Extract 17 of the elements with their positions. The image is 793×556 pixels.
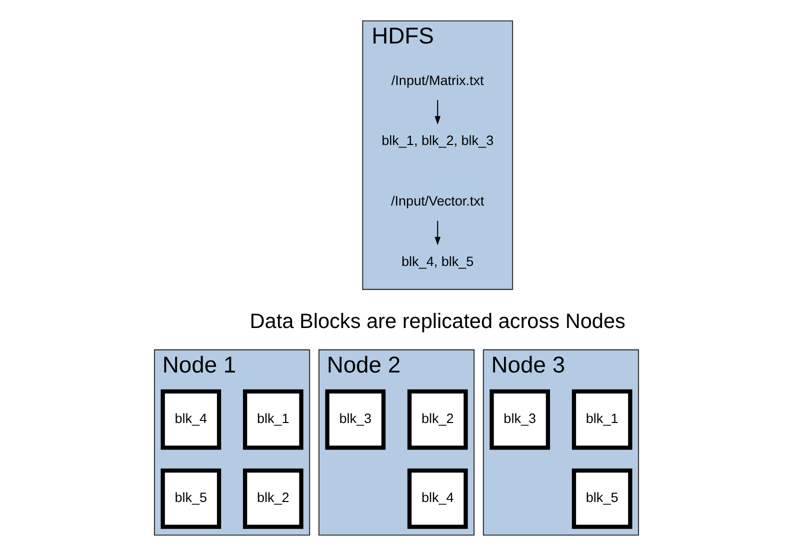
arrow [434,100,441,124]
node-text: /Input/Vector.txt [391,194,484,209]
node-box: blk_2 [242,468,304,529]
node-box: blk_3 [325,389,386,450]
node-box: blk_1 [242,389,304,450]
node-box: blk_4 [160,389,222,450]
node-box: blk_2 [407,389,468,450]
label: Data Blocks are replicated across Nodes [250,310,626,333]
node-box: blk_3 [490,389,550,450]
arrow [434,220,441,246]
node-text: /Input/Matrix.txt [391,72,484,88]
node-text: blk_4, blk_5 [402,254,474,269]
node-text: blk_1, blk_2, blk_3 [382,133,494,148]
node-box: blk_4 [407,468,468,529]
node-box: blk_5 [572,468,632,529]
node-box: blk_5 [160,468,222,529]
node-box: blk_1 [572,389,632,450]
